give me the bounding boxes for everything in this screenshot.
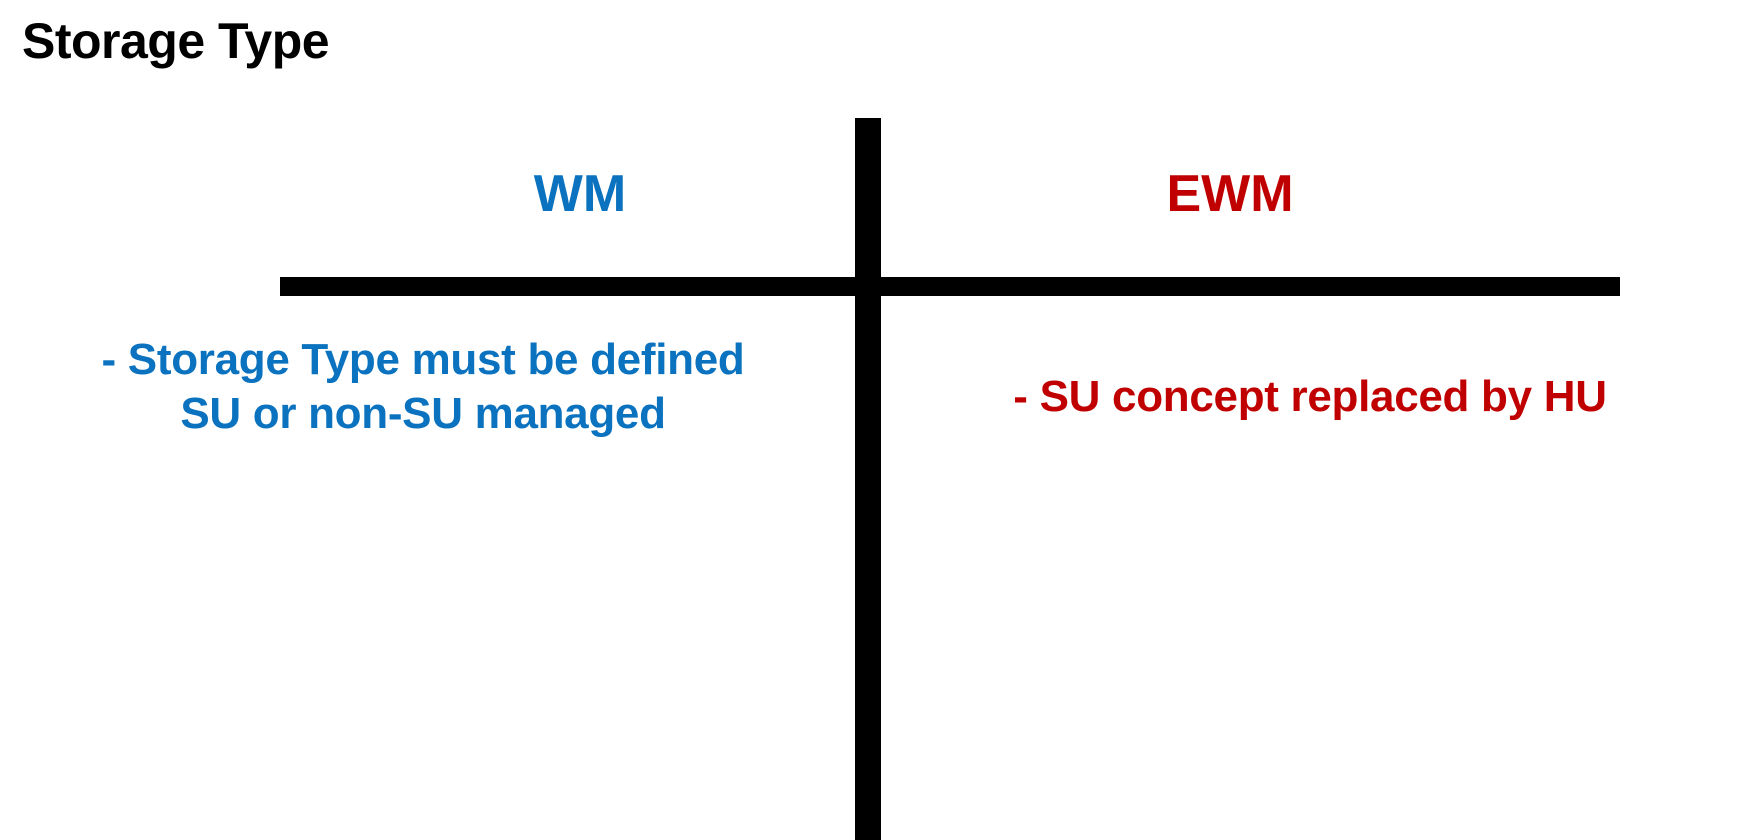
ewm-bullet-line-1: - SU concept replaced by HU xyxy=(1013,372,1607,421)
vertical-divider xyxy=(855,118,881,840)
column-body-wm: - Storage Type must be defined SU or non… xyxy=(8,333,838,440)
wm-bullet-line-2: SU or non-SU managed xyxy=(180,388,666,438)
horizontal-divider xyxy=(280,277,1620,296)
column-header-wm: WM xyxy=(533,165,627,223)
wm-bullet-line-1: - Storage Type must be defined xyxy=(101,335,745,384)
page-title: Storage Type xyxy=(22,13,330,69)
column-body-ewm: - SU concept replaced by HU xyxy=(880,370,1740,424)
column-header-ewm: EWM xyxy=(1166,165,1294,223)
